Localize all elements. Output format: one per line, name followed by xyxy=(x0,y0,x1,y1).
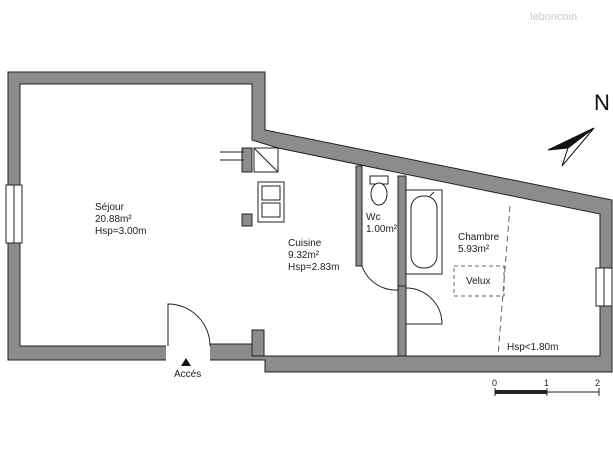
wc-door-swing xyxy=(361,265,399,291)
bedroom-wall xyxy=(397,285,407,357)
watermark-text: leboncoin xyxy=(530,11,577,23)
interior-wall-mid xyxy=(241,213,253,227)
room-label-sejour: Séjour 20.88m² Hsp=3.00m xyxy=(95,202,146,237)
compass-arrow-icon xyxy=(547,127,595,167)
sejour-area: 20.88m² xyxy=(95,214,132,225)
entrance-gap xyxy=(166,344,210,362)
room-label-cuisine: Cuisine 9.32m² Hsp=2.83m xyxy=(288,238,339,273)
bedroom-door-swing xyxy=(405,287,443,325)
cuisine-height: Hsp=2.83m xyxy=(288,262,339,273)
velux-label: Velux xyxy=(466,276,490,287)
scale-tick-2: 2 xyxy=(595,378,600,388)
interior-wall-lower xyxy=(251,329,265,357)
sejour-name: Séjour xyxy=(95,202,125,213)
entrance-door-swing xyxy=(167,303,211,347)
scale-tick-0: 0 xyxy=(492,378,497,388)
wc-wall-left xyxy=(355,165,363,267)
entrance-arrow-icon xyxy=(181,358,191,366)
room-label-wc: Wc 1.00m² xyxy=(366,212,398,235)
wc-name: Wc xyxy=(366,212,380,223)
room-label-chambre: Chambre 5.93m² Hsp<1.80m xyxy=(458,232,558,353)
cuisine-area: 9.32m² xyxy=(288,250,320,261)
entrance-label: Accés xyxy=(174,369,201,380)
chambre-area: 5.93m² xyxy=(458,244,490,255)
wc-wall-right xyxy=(397,175,407,287)
chambre-name: Chambre xyxy=(458,232,500,243)
sejour-height: Hsp=3.00m xyxy=(95,226,146,237)
compass-north-label: N xyxy=(594,90,610,115)
scale-tick-1: 1 xyxy=(544,378,549,388)
cuisine-name: Cuisine xyxy=(288,238,322,249)
wc-area: 1.00m² xyxy=(366,224,398,235)
velux-box xyxy=(453,265,505,297)
chambre-height-note: Hsp<1.80m xyxy=(507,342,558,353)
scale-bar: 0 1 2 xyxy=(492,378,600,396)
